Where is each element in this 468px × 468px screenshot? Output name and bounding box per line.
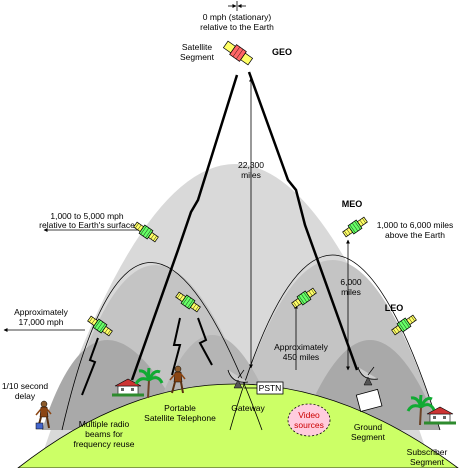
leo-speed-line2: 17,000 mph: [19, 317, 64, 327]
stationary-label-line1: 0 mph (stationary): [203, 12, 272, 22]
geo-satellite: [222, 40, 254, 66]
meo-orbit-arc: [61, 262, 263, 431]
satellite-segment-label-line2: Segment: [180, 52, 215, 62]
meo-altitude-line2: above the Earth: [385, 230, 445, 240]
meo-speed-line1: 1,000 to 5,000 mph: [50, 211, 124, 221]
meo-orbit-arc-right: [229, 254, 441, 431]
subscriber-segment-line2: Segment: [410, 457, 445, 467]
portable-phone-line2: Satellite Telephone: [144, 413, 216, 423]
geo-distance-line1: 22,300: [238, 160, 264, 170]
leo-link-center-b: [197, 317, 213, 366]
video-sources-line1: Video: [298, 410, 320, 420]
leo-speed-line1: Approximately: [14, 307, 69, 317]
geo-downlink-right: [247, 71, 359, 371]
radio-beams-line1: Multiple radio: [79, 419, 130, 429]
radio-beams-line2: beams for: [85, 429, 123, 439]
gateway-label: Gateway: [231, 403, 265, 413]
leo-label: LEO: [385, 303, 404, 313]
leo-link-center-a: [171, 317, 182, 376]
delay-line1: 1/10 second: [2, 381, 49, 391]
geo-uplink-left: [130, 74, 239, 381]
meo-distance-line1: 6,000: [340, 277, 362, 287]
geo-distance-line2: miles: [241, 170, 261, 180]
leo-distance-line1: Approximately: [274, 342, 329, 352]
stationary-label-line2: relative to the Earth: [200, 22, 274, 32]
ground-segment-line1: Ground: [354, 422, 383, 432]
portable-phone-line1: Portable: [164, 403, 196, 413]
meo-altitude-line1: 1,000 to 6,000 miles: [377, 220, 454, 230]
ground-segment-line2: Segment: [351, 432, 386, 442]
radio-beams-line3: frequency reuse: [74, 439, 135, 449]
video-sources-circle: [287, 403, 331, 437]
briefcase-icon: [35, 422, 44, 430]
meo-satellite-right: [341, 215, 369, 239]
geo-label: GEO: [272, 47, 292, 57]
ground-segment-monitor-icon: [355, 388, 383, 413]
delay-line2: delay: [15, 391, 36, 401]
meo-distance-line2: miles: [341, 287, 361, 297]
satellite-segment-label-line1: Satellite: [182, 42, 213, 52]
subscriber-segment-line1: Subscriber: [407, 447, 448, 457]
leo-distance-line2: 450 miles: [283, 352, 319, 362]
video-sources-line2: sources: [294, 420, 324, 430]
leo-link-left: [81, 337, 99, 396]
pstn-label: PSTN: [259, 383, 282, 393]
meo-label: MEO: [342, 199, 363, 209]
meo-speed-line2: relative to Earth's surface: [39, 220, 135, 230]
